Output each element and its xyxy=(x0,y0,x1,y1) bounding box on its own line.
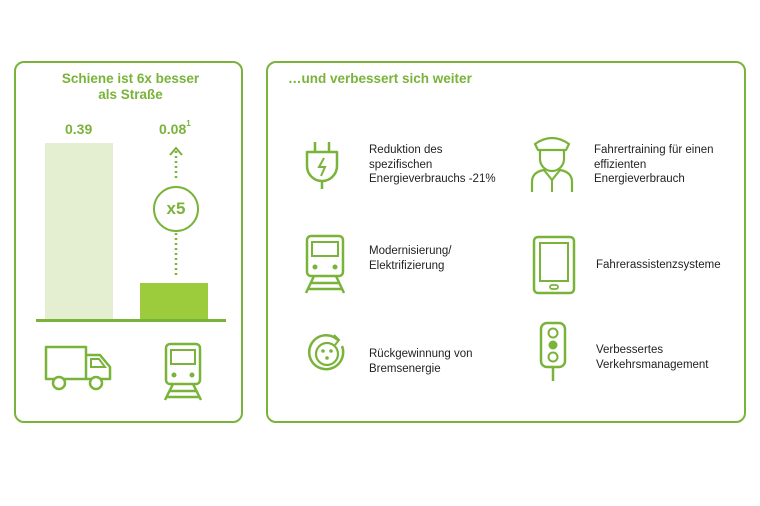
item-driver-assistance-text: Fahrerassistenzsysteme xyxy=(596,258,721,273)
item-line: Bremsenergie xyxy=(369,362,441,375)
rail-footnote: 1 xyxy=(186,119,191,128)
item-line: Elektrifizierung xyxy=(369,259,445,272)
driver-icon xyxy=(530,136,574,192)
road-value-label: 0.39 xyxy=(65,121,93,137)
plug-icon xyxy=(305,142,339,189)
item-line: Fahrerassistenzsysteme xyxy=(596,259,721,271)
rail-value-label: 0.081 xyxy=(159,119,191,137)
item-line: Modernisierung/ xyxy=(369,245,452,257)
item-line: effizienten xyxy=(594,158,647,171)
item-line: spezifischen xyxy=(369,158,433,171)
road-bar xyxy=(45,143,113,319)
baseline xyxy=(36,319,226,322)
item-modernization-text: Modernisierung/ Elektrifizierung xyxy=(369,244,451,273)
right-panel-title: …und verbessert sich weiter xyxy=(288,71,472,86)
item-line: Verkehrsmanagement xyxy=(596,358,709,371)
improvements-panel: …und verbessert sich weiter Reduktion de… xyxy=(266,61,746,423)
rail-bar xyxy=(140,283,208,319)
item-traffic-management-text: Verbessertes Verkehrsmanagement xyxy=(596,343,709,372)
left-panel-title: Schiene ist 6x besser als Straße xyxy=(16,71,245,103)
item-line: Verbessertes xyxy=(596,344,664,356)
tablet-icon xyxy=(532,235,576,295)
rail-value-text: 0.08 xyxy=(159,121,187,137)
train-icon xyxy=(304,234,346,294)
factor-arrow xyxy=(153,146,199,277)
item-line: Fahrertraining für einen xyxy=(594,144,714,156)
item-line: Reduktion des xyxy=(369,144,443,156)
energy-recovery-icon xyxy=(307,333,345,371)
factor-label: x5 xyxy=(166,199,186,218)
item-energy-reduction-text: Reduktion des spezifischen Energieverbra… xyxy=(369,143,496,187)
left-title-line2: als Straße xyxy=(98,87,163,102)
item-line: Rückgewinnung von xyxy=(369,348,473,360)
left-title-line1: Schiene ist 6x besser xyxy=(61,71,200,86)
truck-icon xyxy=(44,345,112,391)
rail-train-icon xyxy=(163,342,203,401)
item-driver-training-text: Fahrertraining für einen effizienten Ene… xyxy=(594,143,714,187)
item-line: Energieverbrauch xyxy=(594,173,685,185)
traffic-light-icon xyxy=(539,321,567,381)
item-line: Energieverbrauchs -21% xyxy=(369,173,496,185)
item-brake-energy-text: Rückgewinnung von Bremsenergie xyxy=(369,347,473,376)
rail-vs-road-panel: Schiene ist 6x besser als Straße 0.39 0.… xyxy=(14,61,243,423)
